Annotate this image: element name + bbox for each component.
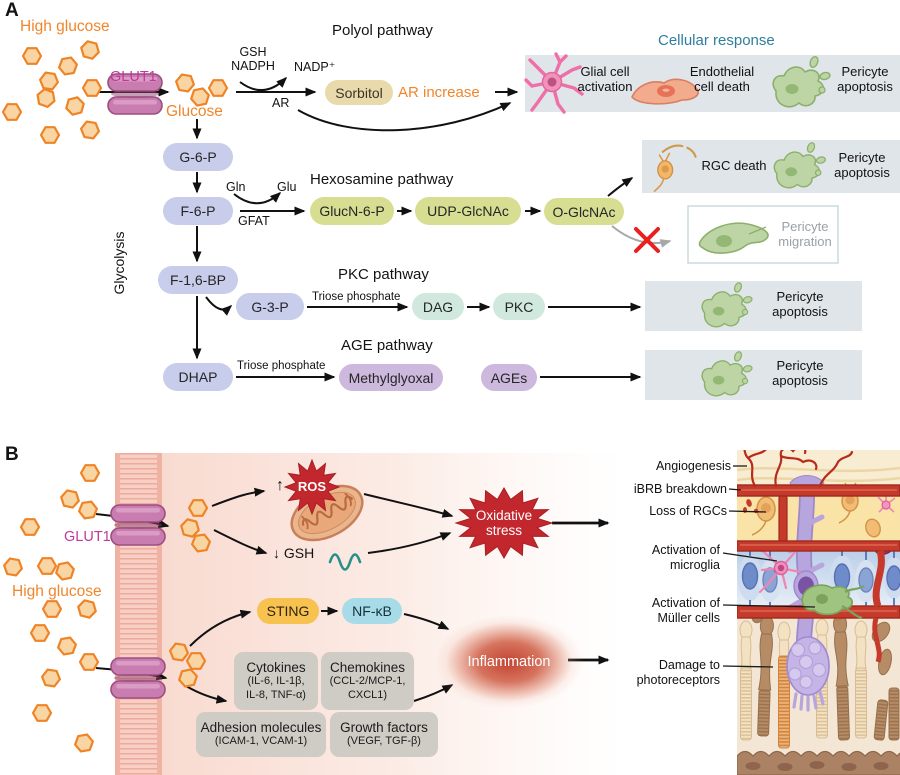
muller-cell [786, 475, 830, 712]
glut1-label-a: GLUT1 [110, 69, 157, 85]
sting-pill: STING [257, 598, 319, 624]
glial-activation-label: Glial cell activation [577, 64, 633, 95]
retina-illustration [737, 450, 900, 775]
chemokines-title: Chemokines [329, 660, 406, 676]
response-box-age [645, 350, 862, 400]
g3p-pill: G-3-P [236, 293, 304, 320]
response-box-pkc [645, 281, 862, 331]
blocked-cross-icon [634, 227, 660, 253]
glucose-label: Glucose [166, 103, 223, 120]
pericyte-apoptosis-label-4: Pericyte apoptosis [772, 358, 828, 389]
glut1-transporter-icon [110, 504, 166, 546]
glut1-label-b: GLUT1 [64, 529, 111, 545]
age-pathway-title: AGE pathway [341, 337, 433, 354]
angiogenesis-sprouts [743, 450, 854, 488]
gln-label: Gln [226, 180, 246, 194]
glu-label: Glu [277, 180, 297, 194]
pericyte-apoptosis-label-2: Pericyte apoptosis [834, 150, 890, 181]
triose-phosphate-label-age: Triose phosphate [237, 360, 326, 372]
inflammation-label: Inflammation [467, 654, 551, 670]
panel-a-graphics [1, 39, 900, 400]
adhesion-title: Adhesion molecules [200, 720, 322, 736]
cytokines-items: (IL-6, IL-1β, IL-8, TNF-α) [246, 675, 306, 701]
gsh-nadph-label: GSH NADPH [231, 45, 275, 74]
triose-phosphate-label-pkc: Triose phosphate [312, 291, 401, 303]
retina-label-damage-photoreceptors: Damage to photoreceptors [636, 658, 720, 687]
growth-title: Growth factors [340, 720, 428, 736]
panel-b-graphics [1, 450, 900, 775]
ros-up-arrow-label: ↑ [276, 477, 284, 494]
adhesion-molecules-box: Adhesion molecules (ICAM-1, VCAM-1) [196, 712, 326, 757]
retina-label-angiogenesis: Angiogenesis [655, 459, 731, 473]
f16bp-pill: F-1,6-BP [158, 266, 238, 294]
retina-label-activation-microglia: Activation of microglia [651, 543, 720, 572]
gfat-label: GFAT [238, 214, 270, 228]
o-glcnac-pill: O-GlcNAc [544, 198, 624, 225]
oxidative-stress-label: Oxidative stress [475, 508, 533, 539]
cytokines-box: Cytokines (IL-6, IL-1β, IL-8, TNF-α) [234, 652, 318, 710]
endothelial-death-label: Endothelial cell death [689, 64, 755, 95]
glut1-transporter-icon [110, 657, 166, 699]
cell-membrane [115, 453, 162, 775]
ar-increase-label: AR increase [398, 84, 480, 101]
retina-leader-lines [722, 465, 816, 668]
dag-pill: DAG [412, 293, 464, 320]
g6p-pill: G-6-P [163, 143, 233, 171]
nadp-label: NADP⁺ [294, 60, 336, 74]
cellular-response-title: Cellular response [658, 32, 775, 49]
growth-items: (VEGF, TGF-β) [347, 735, 421, 748]
dhap-pill: DHAP [163, 363, 233, 391]
rgc-death-label: RGC death [701, 158, 767, 173]
retina-label-ibrb-breakdown: iBRB breakdown [633, 482, 727, 496]
green-glial-cell [801, 584, 865, 620]
glucn6p-pill: GlucN-6-P [310, 197, 394, 225]
pkc-pill: PKC [493, 293, 545, 320]
pericyte-migration-label: Pericyte migration [778, 219, 832, 250]
pericyte-apoptosis-label-3: Pericyte apoptosis [772, 289, 828, 320]
polyol-pathway-title: Polyol pathway [332, 22, 433, 39]
hexosamine-pathway-title: Hexosamine pathway [310, 171, 454, 188]
f6p-pill: F-6-P [163, 197, 233, 225]
oxidative-stress-starburst-icon [454, 486, 554, 560]
udp-glcnac-pill: UDP-GlcNAc [415, 197, 521, 225]
ros-starburst-icon [283, 458, 341, 516]
response-box-rgc [642, 140, 900, 193]
adhesion-items: (ICAM-1, VCAM-1) [214, 735, 308, 748]
panel-a-label: A [5, 0, 19, 21]
nfkb-pill: NF-κB [342, 598, 402, 624]
panel-b-label: B [5, 444, 19, 465]
chemokines-items: (CCL-2/MCP-1, CXCL1) [329, 675, 406, 701]
response-box-1 [525, 55, 900, 112]
panel-a-arrows [98, 76, 642, 382]
inflammation-blob: Inflammation [434, 615, 584, 709]
blocked-arrow [611, 225, 672, 248]
growth-factors-box: Growth factors (VEGF, TGF-β) [330, 712, 438, 757]
ages-pill: AGEs [481, 364, 537, 391]
retina-label-loss-of-rgcs: Loss of RGCs [649, 504, 727, 518]
sorbitol-pill: Sorbitol [325, 80, 393, 105]
ros-label: ROS [297, 479, 327, 494]
gsh-down-label: ↓ GSH [273, 545, 315, 561]
pkc-pathway-title: PKC pathway [338, 266, 429, 283]
pericyte-apoptosis-label-1: Pericyte apoptosis [837, 64, 893, 95]
high-glucose-label-b: High glucose [12, 583, 102, 600]
gsh-squiggle-icon [328, 553, 362, 571]
high-glucose-label-a: High glucose [20, 18, 110, 35]
cytokines-title: Cytokines [246, 660, 306, 676]
chemokines-box: Chemokines (CCL-2/MCP-1, CXCL1) [321, 652, 414, 710]
methylglyoxal-pill: Methylglyoxal [339, 364, 443, 391]
glycolysis-label: Glycolysis [111, 231, 128, 295]
ar-label: AR [272, 96, 290, 110]
retina-label-activation-muller: Activation of Müller cells [651, 596, 720, 625]
